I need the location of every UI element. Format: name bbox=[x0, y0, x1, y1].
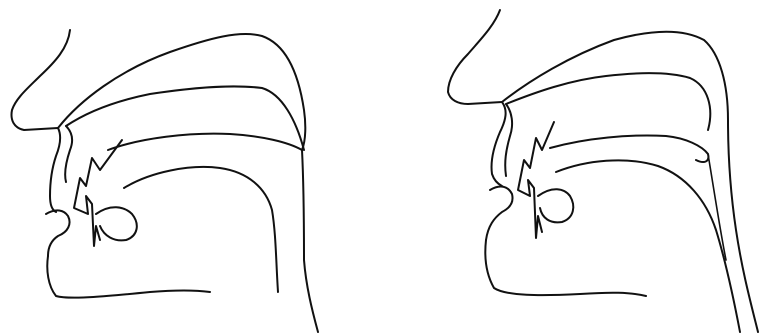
right-tongue-dorsum bbox=[556, 160, 740, 332]
left-sagittal-drawing bbox=[0, 0, 390, 333]
right-velum bbox=[550, 136, 708, 163]
right-palate-outer bbox=[502, 32, 758, 332]
left-upper-lip bbox=[50, 128, 60, 212]
right-lower-lip bbox=[486, 187, 513, 240]
right-upper-lip bbox=[491, 102, 505, 186]
left-upper-teeth bbox=[65, 126, 72, 182]
left-sagittal-panel bbox=[0, 0, 390, 333]
right-chin-jaw bbox=[485, 240, 646, 296]
right-sagittal-panel bbox=[390, 0, 780, 333]
left-tongue-dorsum bbox=[124, 167, 278, 292]
left-palate-outer bbox=[58, 34, 305, 150]
left-chin-jaw bbox=[47, 256, 210, 298]
left-nose-outline bbox=[12, 30, 71, 130]
left-palate-inner bbox=[66, 86, 304, 150]
right-sagittal-drawing bbox=[390, 0, 780, 333]
left-lower-lip bbox=[46, 210, 70, 256]
left-pharynx-wall bbox=[302, 150, 318, 332]
right-tongue-body bbox=[538, 189, 573, 222]
left-tongue-body bbox=[96, 207, 137, 240]
right-nose-outline bbox=[448, 10, 502, 104]
right-palate-inner bbox=[506, 73, 710, 130]
right-posterior-line bbox=[708, 154, 726, 260]
left-velum bbox=[108, 134, 302, 150]
left-tongue-tip-zigzag bbox=[74, 140, 122, 246]
